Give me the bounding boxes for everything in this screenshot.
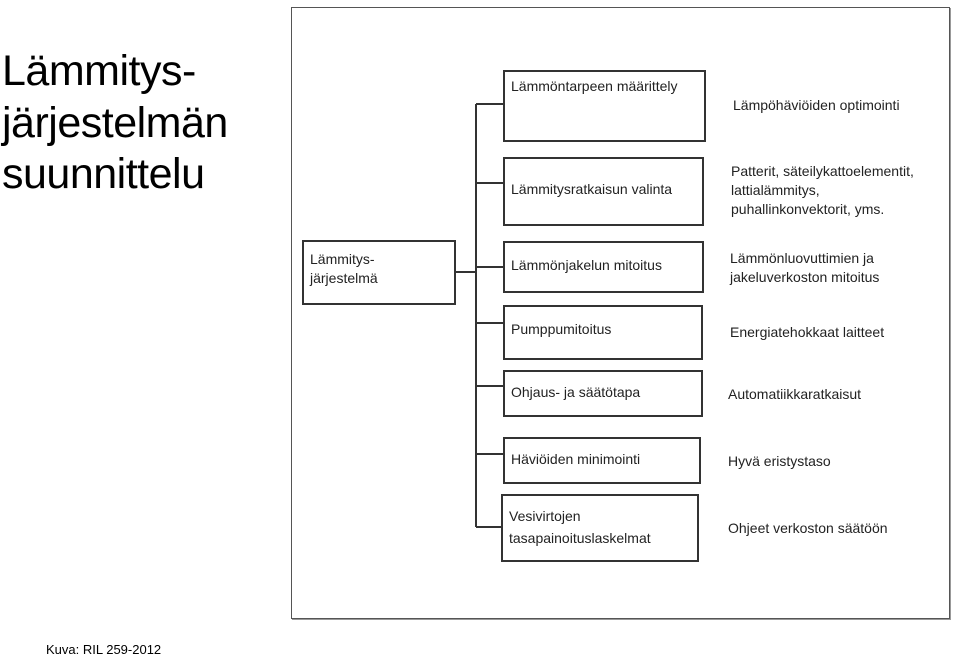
note-line: Patterit, säteilykattoelementit, (731, 163, 914, 179)
step-label: Lämmöntarpeen määrittely (511, 78, 678, 94)
root-label-line-1: Lämmitys- (310, 251, 375, 267)
step-box-6: Häviöiden minimointi (503, 437, 701, 484)
step-box-1: Lämmöntarpeen määrittely (503, 70, 706, 142)
step-box-3: Lämmönjakelun mitoitus (503, 241, 704, 293)
title-line-3: suunnittelu (2, 150, 205, 199)
note-line: lattialämmitys, (731, 181, 820, 198)
step-label: Pumppumitoitus (511, 321, 612, 337)
step-label-line-1: Vesivirtojen (509, 508, 581, 524)
step-note-1: Lämpöhäviöiden optimointi (733, 96, 900, 115)
step-box-2: Lämmitysratkaisun valinta (503, 157, 704, 226)
note-line: jakeluverkoston mitoitus (730, 268, 880, 285)
note-line: Ohjeet verkoston säätöön (728, 520, 888, 536)
root-box: Lämmitys- järjestelmä (302, 240, 456, 305)
step-label: Häviöiden minimointi (511, 451, 641, 467)
step-box-5: Ohjaus- ja säätötapa (503, 370, 703, 417)
slide-title: Lämmitys- järjestelmän suunnittelu (2, 46, 292, 201)
step-label: Ohjaus- ja säätötapa (511, 384, 641, 400)
step-label-line-2: tasapainoituslaskelmat (509, 529, 651, 546)
note-line: Energiatehokkaat laitteet (730, 324, 885, 340)
note-line: Automatiikkaratkaisut (728, 386, 862, 402)
step-label: Lämmitysratkaisun valinta (511, 181, 673, 197)
title-line-1: Lämmitys- (2, 47, 196, 95)
root-label-line-2: järjestelmä (310, 269, 378, 286)
title-line-2: järjestelmän (2, 98, 228, 147)
source-caption: Kuva: RIL 259-2012 (46, 642, 162, 657)
step-label: Lämmönjakelun mitoitus (511, 257, 662, 273)
note-line: puhallinkonvektorit, yms. (731, 200, 885, 217)
note-line: Hyvä eristystaso (728, 453, 831, 469)
note-line: Lämmönluovuttimien ja (730, 250, 874, 266)
step-note-7: Ohjeet verkoston säätöön (728, 519, 888, 538)
step-note-3: Lämmönluovuttimien ja jakeluverkoston mi… (730, 249, 879, 287)
step-box-7: Vesivirtojen tasapainoituslaskelmat (501, 494, 699, 562)
note-line: Lämpöhäviöiden optimointi (733, 97, 900, 113)
step-note-2: Patterit, säteilykattoelementit, lattial… (731, 162, 914, 219)
step-box-4: Pumppumitoitus (503, 305, 703, 360)
diagram-frame (291, 7, 950, 619)
step-note-6: Hyvä eristystaso (728, 452, 831, 471)
step-note-4: Energiatehokkaat laitteet (730, 323, 884, 342)
step-note-5: Automatiikkaratkaisut (728, 385, 861, 404)
